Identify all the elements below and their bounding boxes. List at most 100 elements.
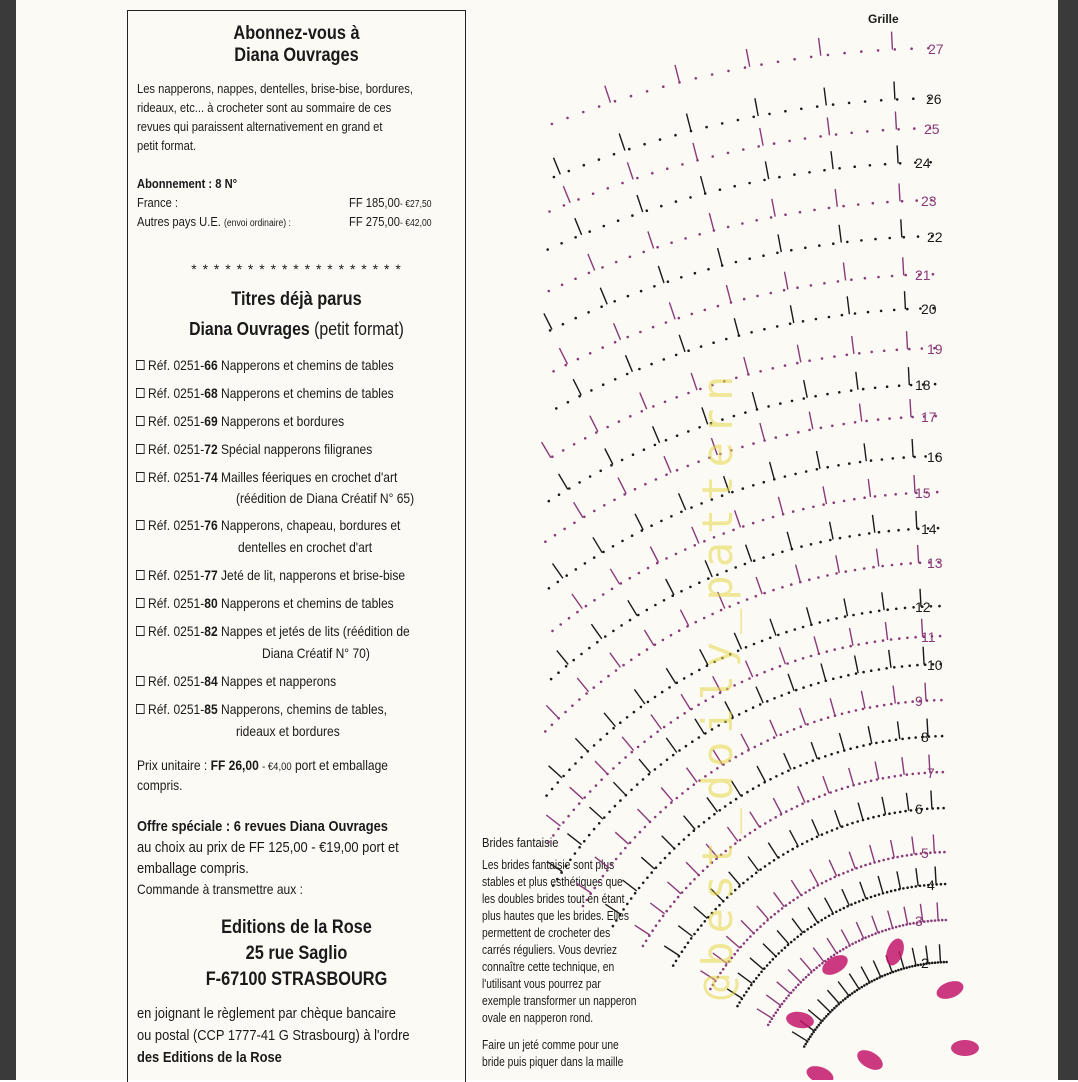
chain-stitch-mark [766,700,769,703]
chain-stitch-mark [893,888,897,892]
chain-stitch-mark [704,732,707,735]
chain-stitch-mark [788,139,791,143]
chain-stitch-mark [842,422,845,426]
chain-stitch-mark [712,341,715,345]
chain-stitch-mark [711,155,714,158]
chain-stitch-mark [556,580,560,584]
chain-stitch-mark [808,428,811,432]
chain-stitch-mark [792,898,795,902]
stitch-mark [911,836,915,855]
chain-stitch-mark [820,833,824,836]
stitch-mark [773,891,785,908]
chain-stitch-mark [854,672,858,675]
chain-stitch-mark [869,459,873,462]
chain-stitch-mark [644,939,648,943]
chain-stitch-mark [763,178,766,182]
chain-stitch-mark [659,763,663,766]
chain-stitch-mark [564,363,567,367]
chain-stitch-mark [653,695,657,699]
chain-stitch-mark [888,812,891,815]
chain-stitch-mark [830,829,834,832]
stitch-mark [881,796,887,815]
chain-stitch-mark [809,55,813,59]
chain-stitch-mark [843,615,847,618]
chain-stitch-mark [551,455,554,459]
chain-stitch-mark [750,983,753,987]
chain-stitch-mark [936,961,940,964]
chain-stitch-mark [895,98,899,101]
chain-stitch-mark [547,499,551,503]
chain-stitch-mark [925,807,929,811]
stitch-mark [649,902,666,915]
chain-stitch-mark [820,881,824,885]
chain-stitch-mark [743,835,747,838]
chain-stitch-mark [801,802,804,805]
chain-stitch-mark [713,812,716,816]
chain-stitch-mark [763,327,766,331]
stitch-mark [812,947,825,963]
chain-stitch-mark [929,160,932,164]
chain-stitch-mark [588,352,592,355]
chain-stitch-mark [605,869,609,872]
chain-stitch-mark [784,904,788,907]
chain-stitch-mark [697,460,700,464]
chain-stitch-mark [574,316,577,320]
row-number-label: 14 [921,521,937,537]
chain-stitch-mark [608,810,611,814]
stitch-mark [668,302,676,320]
chain-stitch-mark [642,448,646,452]
chain-stitch-mark [639,705,643,709]
chain-stitch-mark [793,938,796,941]
chain-stitch-mark [573,521,576,525]
chain-stitch-mark [720,122,724,125]
stitch-mark [905,792,910,811]
chain-stitch-mark [882,703,886,707]
chain-stitch-mark [574,568,578,571]
chain-stitch-mark [846,240,849,244]
chain-stitch-mark [804,975,808,979]
chain-stitch-mark [872,565,875,569]
chain-stitch-mark [853,165,856,168]
chain-stitch-mark [710,728,714,731]
chain-stitch-mark [804,891,807,894]
stitch-mark [764,161,770,180]
chain-stitch-mark [917,527,920,531]
chain-stitch-mark [547,289,551,293]
chain-stitch-mark [614,857,618,861]
chain-stitch-mark [831,103,835,106]
chain-stitch-mark [548,210,551,213]
chain-stitch-mark [673,900,676,903]
stitch-mark [755,686,764,704]
stitch-mark [777,234,782,253]
stitch-mark [755,576,763,595]
chain-stitch-mark [628,841,632,844]
stitch-mark [609,568,621,585]
chain-stitch-mark [690,312,694,316]
chain-stitch-mark [742,525,745,528]
chain-stitch-mark [684,744,688,748]
chain-stitch-mark [877,814,881,818]
chain-stitch-mark [847,101,851,105]
chain-stitch-mark [789,991,793,995]
chain-stitch-mark [787,769,790,772]
chain-stitch-mark [626,902,629,906]
chain-stitch-mark [757,784,761,787]
stitch-mark [892,685,896,704]
stitch-mark [657,265,665,284]
chain-stitch-mark [762,480,766,484]
chain-stitch-mark [664,438,668,442]
chain-stitch-mark [724,849,727,853]
chain-stitch-mark [923,920,926,923]
chain-stitch-mark [653,643,657,646]
chain-stitch-mark [838,167,841,170]
row-number-label: 12 [915,599,931,615]
chain-stitch-mark [636,745,640,749]
stitch-mark [916,544,920,563]
chain-stitch-mark [800,545,803,548]
subscribe-title-line1: Abonnez-vous à [233,23,360,44]
chain-stitch-mark [907,528,910,531]
chain-stitch-mark [895,348,899,352]
stitch-mark [851,336,855,354]
chain-stitch-mark [832,677,835,681]
chain-stitch-mark [728,759,731,763]
